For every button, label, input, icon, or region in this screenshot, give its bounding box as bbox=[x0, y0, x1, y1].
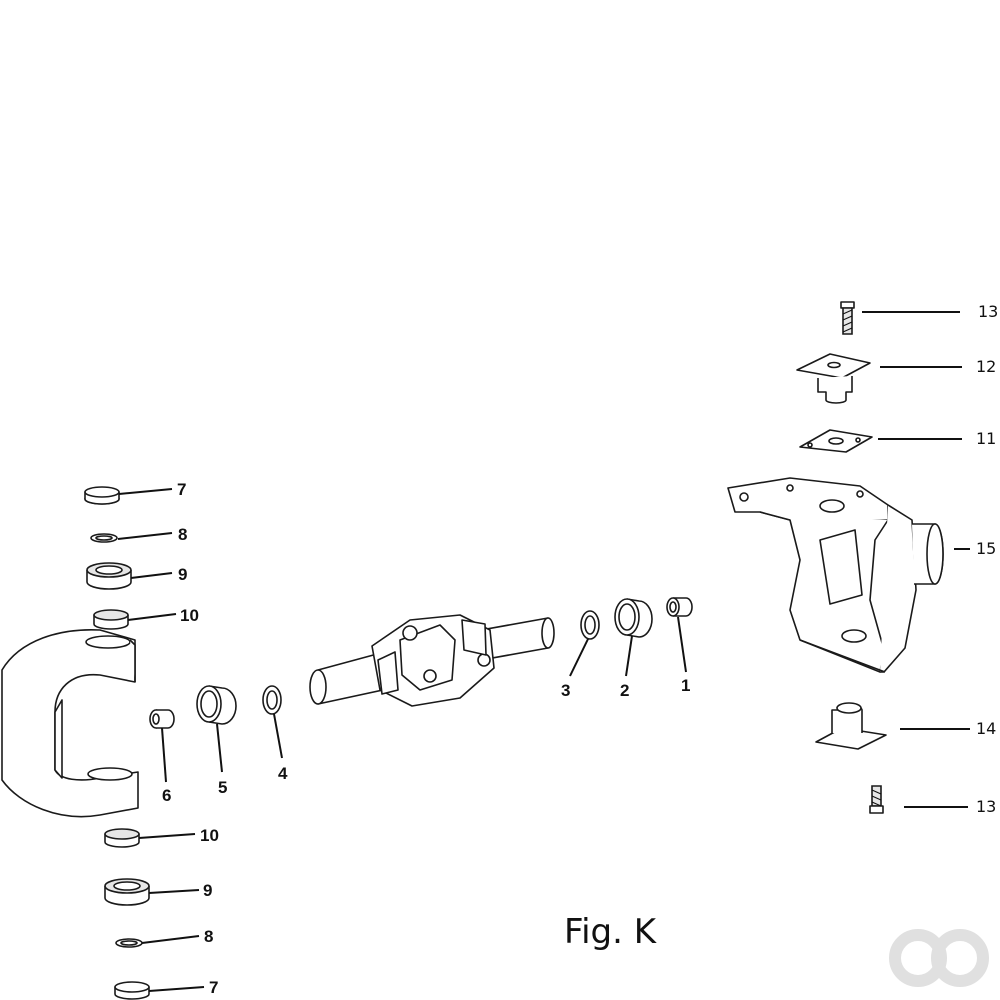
callout-7-top: 7 bbox=[177, 480, 186, 499]
callout-11: 11 bbox=[976, 429, 996, 448]
part-13-bolt-top bbox=[840, 301, 855, 335]
callout-15: 15 bbox=[976, 539, 996, 558]
part-12-top-cap bbox=[796, 353, 871, 404]
leader-lines bbox=[117, 311, 970, 992]
callout-labels: 7 8 9 10 6 5 4 3 2 1 10 9 8 7 13 12 11 1… bbox=[162, 302, 998, 997]
part-11-plate bbox=[799, 429, 873, 453]
part-14-bottom-cap bbox=[815, 702, 887, 750]
callout-1: 1 bbox=[681, 676, 690, 695]
callout-9-bottom: 9 bbox=[203, 881, 212, 900]
part-9-bearing-top bbox=[86, 562, 132, 590]
callout-10-top: 10 bbox=[180, 606, 199, 625]
part-7-cap-top bbox=[84, 486, 120, 505]
part-10-cup-bottom bbox=[104, 828, 140, 848]
part-15-knuckle-housing bbox=[727, 477, 944, 673]
callout-2: 2 bbox=[620, 681, 629, 700]
figure-caption: Fig. K bbox=[564, 912, 658, 952]
part-9-bearing-bottom bbox=[104, 878, 150, 906]
callout-5: 5 bbox=[218, 778, 227, 797]
part-2-sleeve bbox=[614, 598, 653, 638]
part-1-bushing bbox=[666, 597, 693, 617]
callout-8-top: 8 bbox=[178, 525, 187, 544]
universal-joint-shaft bbox=[309, 614, 555, 707]
part-6-bushing bbox=[149, 709, 175, 729]
part-8-ring-top bbox=[90, 533, 118, 543]
part-5-sleeve bbox=[196, 685, 237, 725]
callout-9-top: 9 bbox=[178, 565, 187, 584]
part-10-cup-top bbox=[93, 609, 129, 630]
callout-6: 6 bbox=[162, 786, 171, 805]
callout-13-top: 13 bbox=[978, 302, 998, 321]
watermark-logo bbox=[889, 929, 989, 987]
callout-13-bottom: 13 bbox=[976, 797, 996, 816]
fork-yoke bbox=[1, 629, 139, 818]
callout-3: 3 bbox=[561, 681, 570, 700]
part-13-bolt-bottom bbox=[869, 785, 884, 814]
callout-14: 14 bbox=[976, 719, 996, 738]
callout-8-bottom: 8 bbox=[204, 927, 213, 946]
part-8-ring-bottom bbox=[115, 938, 143, 948]
callout-7-bottom: 7 bbox=[209, 978, 218, 997]
callout-12: 12 bbox=[976, 357, 996, 376]
part-4-washer bbox=[262, 685, 282, 715]
callout-4: 4 bbox=[278, 764, 288, 783]
part-7-cap-bottom bbox=[114, 981, 150, 1000]
callout-10-bottom: 10 bbox=[200, 826, 219, 845]
part-3-washer bbox=[580, 610, 600, 640]
